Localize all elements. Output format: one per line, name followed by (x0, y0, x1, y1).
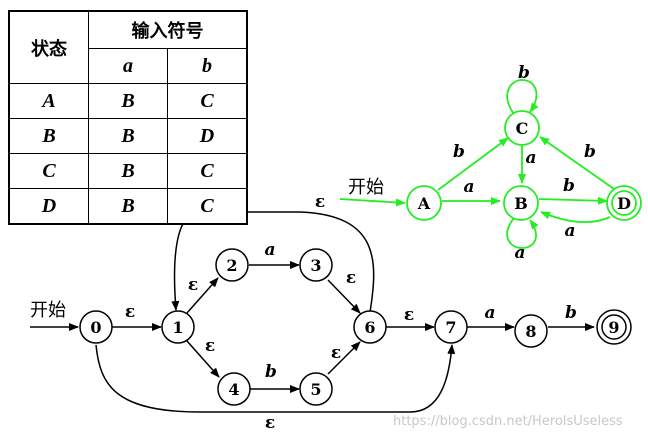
nfa-node-9-inner (601, 314, 627, 340)
dfa-edge-B-B-loop (506, 217, 539, 249)
dfa-node-D-inner (611, 190, 637, 216)
table-cell-b: D (167, 118, 248, 154)
dfa-edge-label-C-C: b (518, 63, 530, 83)
dfa-edge-A-C (437, 137, 509, 191)
table-cell-state: C (8, 153, 89, 189)
transition-table: 状态 输入符号 a b A B C B B D C B C D B C (8, 10, 248, 225)
nfa-node-label-7: 7 (445, 318, 456, 337)
table-row: B B D (8, 118, 248, 154)
nfa-node-3 (299, 248, 333, 282)
dfa-edge-label-D-C: b (584, 142, 596, 162)
dfa-edge-label-B-D: b (563, 176, 575, 196)
table-cell-a: B (88, 153, 168, 189)
nfa-node-4 (217, 372, 251, 406)
dfa-start-arrow (339, 198, 406, 207)
nfa-edge-6-1-back (171, 211, 375, 313)
dfa-edge-D-B (540, 211, 611, 223)
dfa-node-C (504, 110, 540, 146)
nfa-edge-label-6-1: ε (315, 192, 325, 212)
table-cell-a: B (88, 83, 168, 119)
nfa-start-label: 开始 (30, 300, 66, 321)
nfa-edge-label-0-7: ε (265, 413, 275, 433)
nfa-edge-label-5-6: ε (331, 343, 341, 363)
dfa-labels: 开始 A B C D a b b a a b b a (348, 63, 631, 263)
table-cell-state: B (8, 118, 89, 154)
nfa-edge-1-4 (186, 340, 220, 378)
dfa-edge-label-A-B: a (463, 177, 474, 197)
dfa-node-label-A: A (417, 194, 431, 213)
nfa-edge-label-8-9: b (565, 303, 577, 323)
nfa-labels: 开始 0 1 2 3 4 5 6 7 8 9 ε ε ε a ε b ε ε a… (30, 192, 620, 433)
nfa-node-6 (353, 310, 387, 344)
nfa-node-label-9: 9 (608, 318, 619, 337)
dfa-edge-label-B-B: a (514, 243, 525, 263)
nfa-node-1 (161, 310, 195, 344)
nfa-edge-label-1-2: ε (188, 275, 198, 295)
table-cell-b: C (167, 83, 248, 119)
table-cell-state: A (8, 83, 89, 119)
nfa-node-7 (434, 310, 468, 344)
nfa-edge-label-1-4: ε (205, 336, 215, 356)
nfa-edge-label-4-5: b (265, 362, 277, 382)
dfa-node-B (503, 185, 539, 221)
nfa-node-label-0: 0 (90, 318, 101, 337)
table-cell-b: C (167, 153, 248, 189)
dfa-diagram (339, 79, 642, 249)
watermark: https://blog.csdn.net/HerolsUseless (393, 414, 623, 429)
nfa-node-5 (299, 372, 333, 406)
table-header-row: 状态 输入符号 (8, 10, 248, 84)
header-state: 状态 (8, 10, 89, 84)
nfa-edge-label-7-8: a (484, 303, 495, 323)
nfa-edge-label-6-7: ε (404, 305, 414, 325)
nfa-node-label-2: 2 (226, 256, 237, 275)
dfa-node-label-D: D (617, 194, 631, 213)
nfa-edge-5-6 (327, 341, 361, 375)
header-input-symbol: 输入符号 (88, 10, 248, 49)
nfa-node-label-6: 6 (364, 318, 375, 337)
dfa-edge-label-D-B: a (564, 221, 575, 241)
nfa-node-label-1: 1 (172, 318, 183, 337)
table-cell-state: D (8, 188, 89, 225)
dfa-node-label-B: B (514, 194, 528, 213)
nfa-edge-label-0-1: ε (125, 302, 135, 322)
dfa-node-label-C: C (516, 119, 529, 138)
dfa-node-A (406, 185, 442, 221)
dfa-edge-D-C (539, 136, 615, 190)
nfa-edge-0-7-bypass (95, 344, 456, 413)
header-col-a: a (88, 48, 168, 84)
nfa-node-label-8: 8 (525, 322, 536, 341)
dfa-edge-label-C-B: a (525, 148, 536, 168)
nfa-node-0 (79, 310, 113, 344)
table-cell-a: B (88, 118, 168, 154)
nfa-node-label-4: 4 (228, 380, 239, 399)
nfa-diagram (30, 211, 632, 413)
table-row: D B C (8, 188, 248, 225)
dfa-start-label: 开始 (348, 177, 384, 198)
nfa-edge-label-3-6: ε (346, 268, 356, 288)
dfa-edge-label-A-C: b (453, 142, 465, 162)
nfa-node-2 (215, 248, 249, 282)
nfa-node-8 (514, 314, 548, 348)
table-row: A B C (8, 83, 248, 119)
table-row: C B C (8, 153, 248, 189)
dfa-edge-B-D (538, 196, 608, 205)
table-cell-b: C (167, 188, 248, 225)
nfa-edge-1-2 (186, 277, 219, 314)
dfa-edge-C-C-loop (506, 79, 539, 115)
nfa-edge-3-6 (327, 279, 361, 314)
nfa-node-label-5: 5 (310, 380, 321, 399)
nfa-edge-label-2-3: a (264, 240, 275, 260)
nfa-node-label-3: 3 (310, 256, 321, 275)
header-col-b: b (167, 48, 248, 84)
table-cell-a: B (88, 188, 168, 225)
